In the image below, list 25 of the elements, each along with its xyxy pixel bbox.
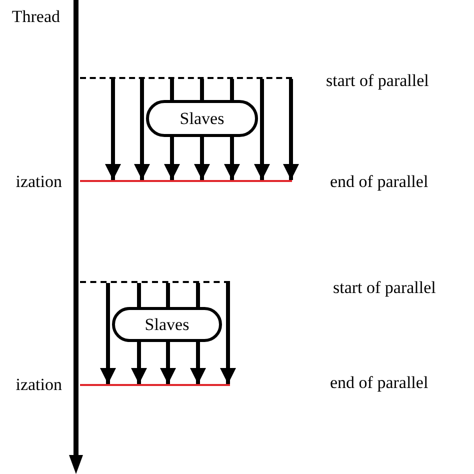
arrow: [283, 79, 299, 180]
arrow: [220, 283, 236, 384]
fork-line: [80, 281, 230, 283]
text-label: end of parallel: [330, 172, 428, 192]
arrow: [100, 283, 116, 384]
arrow: [164, 137, 180, 180]
arrow: [224, 137, 240, 180]
sync-line: [80, 384, 230, 386]
arrow: [134, 79, 150, 180]
text-label: start of parallel: [333, 278, 436, 298]
text-label: end of parallel: [330, 373, 428, 393]
caption-text: ization: [14, 375, 62, 395]
text-label: Thread: [10, 7, 60, 27]
arrow: [194, 137, 210, 180]
sync-line: [80, 180, 292, 182]
arrow: [190, 342, 206, 384]
text-label: start of parallel: [326, 71, 429, 91]
slaves-box: Slaves: [146, 100, 258, 137]
arrow: [254, 79, 270, 180]
fork-line: [80, 77, 292, 79]
slaves-box: Slaves: [112, 307, 222, 342]
arrow: [160, 342, 176, 384]
arrow: [105, 79, 121, 180]
caption-text: ization: [14, 172, 62, 192]
arrow: [131, 342, 147, 384]
